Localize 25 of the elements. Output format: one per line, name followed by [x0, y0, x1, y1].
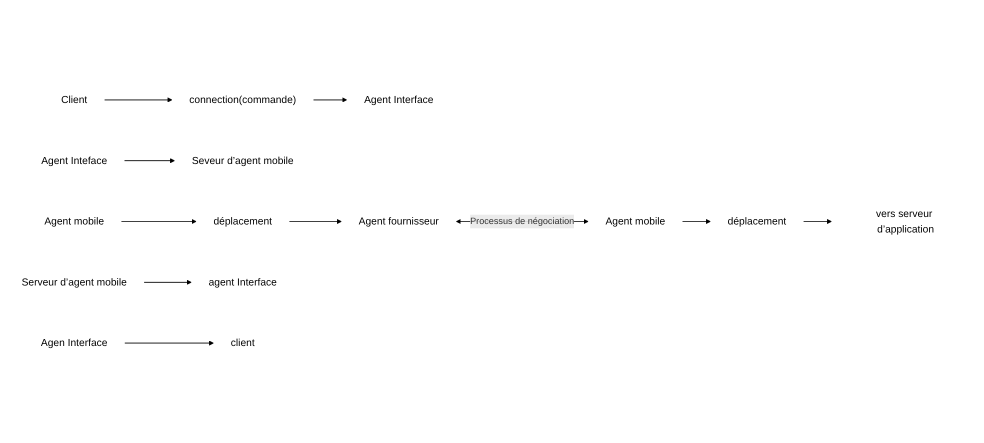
node-text: Agent mobile — [44, 216, 104, 227]
node-text: déplacement — [728, 216, 786, 227]
node-text: Agent Interface — [364, 94, 434, 106]
node-text: Agent Inteface — [41, 154, 108, 166]
arrow — [312, 97, 348, 102]
node-text: Agen Interface — [40, 337, 108, 348]
node-text: Agent mobile — [605, 216, 666, 227]
node-text: agent Interface — [208, 276, 277, 288]
node-text: Client — [61, 94, 88, 106]
arrow — [288, 219, 342, 224]
node-text: déplacement — [213, 216, 272, 227]
arrow — [143, 280, 192, 285]
edge-label: Processus de négociation — [470, 216, 574, 226]
node-text: Serveur d’agent mobile — [22, 276, 127, 288]
arrow — [682, 219, 711, 224]
arrow — [120, 219, 197, 224]
node-text: connection(commande) — [189, 94, 296, 106]
arrow — [124, 158, 176, 164]
node-text: Seveur d’agent mobile — [192, 154, 294, 166]
arrow — [124, 340, 214, 346]
node-text: Agent fournisseur — [358, 216, 439, 227]
arrow — [802, 219, 832, 224]
arrow — [104, 97, 172, 102]
node-text: client — [230, 337, 255, 348]
node-text: vers serveur d’application — [876, 208, 934, 235]
